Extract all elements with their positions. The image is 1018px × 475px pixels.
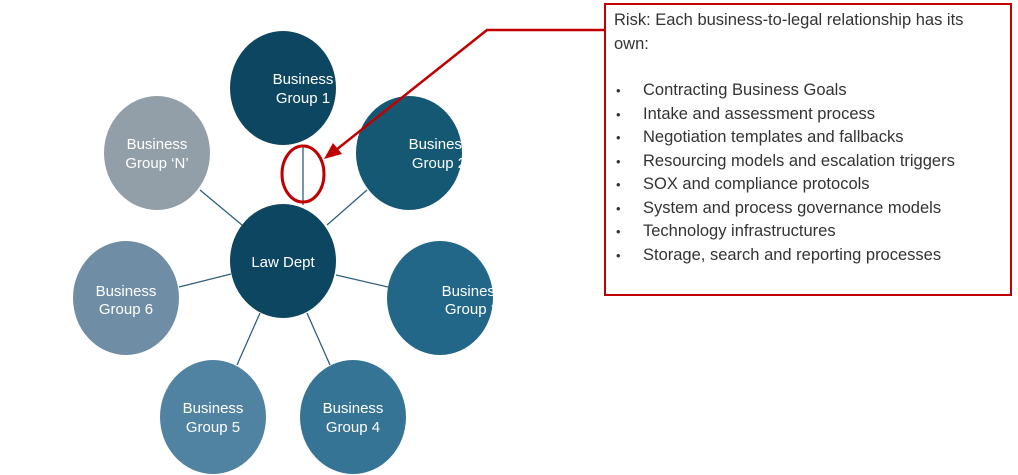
risk-list-item: • Intake and assessment process — [614, 103, 1002, 127]
node-circle — [387, 241, 493, 355]
node-label-line1: Business — [127, 136, 188, 153]
bullet-icon: • — [616, 106, 621, 122]
node-group-5[interactable]: Business Group 5 — [160, 360, 266, 474]
node-group-1[interactable]: Business Group 1 — [230, 31, 336, 145]
node-group-2[interactable]: Business Group 2 — [356, 96, 469, 210]
arrow-head-icon — [324, 143, 342, 159]
risk-item-text: Intake and assessment process — [643, 104, 876, 123]
callout-title: Risk: Each business-to-legal relationshi… — [614, 11, 964, 53]
bullet-icon: • — [616, 177, 621, 192]
connector-gn — [199, 189, 243, 226]
risk-list-item: • Storage, search and reporting processes — [614, 244, 1002, 268]
node-group-n[interactable]: Business Group ‘N’ — [104, 96, 210, 210]
risk-item-text: System and process governance models — [643, 198, 942, 217]
risk-item-text: SOX and compliance protocols — [643, 175, 870, 193]
node-circle — [73, 241, 179, 355]
risk-list-item: • Technology infrastructures — [614, 220, 1002, 244]
risk-list-item: • SOX and compliance protocols — [614, 173, 1002, 197]
risk-list-item: • Resourcing models and escalation trigge… — [614, 150, 1002, 174]
node-circle — [160, 360, 266, 474]
node-label-line2: Group 3 — [445, 301, 499, 318]
risk-item-text: Storage, search and reporting processes — [643, 245, 942, 264]
risk-item-text: Contracting Business Goals — [643, 81, 847, 99]
bullet-icon: • — [616, 83, 621, 98]
node-group-3[interactable]: Business Group 3 — [387, 241, 502, 355]
node-label-line1: Business — [273, 71, 334, 88]
highlight-ellipse — [280, 144, 326, 204]
node-circle — [104, 96, 210, 210]
node-group-4[interactable]: Business Group 4 — [300, 360, 406, 474]
bullet-icon: • — [616, 247, 621, 263]
bullet-icon: • — [616, 224, 621, 239]
node-circle — [230, 204, 336, 318]
risk-list: • Contracting Business Goals • Intake and a… — [614, 79, 1002, 267]
bullet-icon: • — [616, 130, 621, 145]
connectors — [178, 145, 389, 366]
node-label-line2: Group 5 — [186, 419, 240, 436]
risk-callout: Risk: Each business-to-legal relationshi… — [604, 3, 1012, 296]
node-group-6[interactable]: Business Group 6 — [73, 241, 179, 355]
node-circle — [300, 360, 406, 474]
node-label-line1: Business — [96, 283, 157, 300]
risk-list-item: • System and process governance models — [614, 197, 1002, 221]
risk-item-text: Negotiation templates and fallbacks — [643, 128, 904, 146]
node-label-line2: Group 1 — [276, 90, 330, 107]
node-circle — [230, 31, 336, 145]
node-circle — [356, 96, 462, 210]
connector-g5 — [236, 312, 261, 366]
risk-item-text: Technology infrastructures — [643, 222, 836, 240]
node-label-line2: Group 2 — [412, 155, 466, 172]
risk-list-item: • Contracting Business Goals — [614, 79, 1002, 103]
risk-item-text: Resourcing models and escalation trigger… — [643, 151, 955, 170]
node-label-line2: Group 6 — [99, 301, 153, 318]
node-label-line1: Business — [409, 136, 470, 153]
node-law-dept[interactable]: Law Dept — [230, 204, 336, 318]
node-label: Law Dept — [251, 254, 315, 271]
node-label-line1: Business — [442, 283, 503, 300]
connector-g6 — [178, 273, 232, 288]
bullet-icon: • — [616, 153, 621, 169]
bullet-icon: • — [616, 200, 621, 216]
connector-g3 — [335, 274, 389, 288]
node-label-line2: Group ‘N’ — [125, 155, 188, 172]
node-label-line1: Business — [323, 400, 384, 417]
node-label-line1: Business — [183, 400, 244, 417]
connector-g4 — [306, 312, 331, 366]
node-label-line2: Group 4 — [326, 419, 380, 436]
risk-list-item: • Negotiation templates and fallbacks — [614, 126, 1002, 150]
connector-g2 — [326, 189, 368, 226]
callout-arrow-line — [335, 28, 604, 151]
